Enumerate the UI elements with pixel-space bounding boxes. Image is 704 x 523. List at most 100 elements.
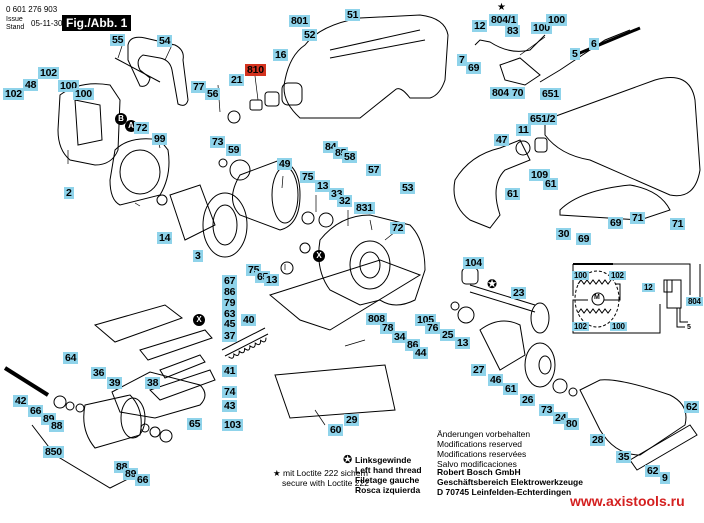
part-label-28: 28	[590, 434, 606, 446]
part-label-57: 57	[366, 164, 382, 176]
mod-note-de: Änderungen vorbehalten	[437, 429, 531, 439]
part-label-26: 26	[520, 394, 536, 406]
part-label-56: 56	[205, 88, 221, 100]
part-label-66: 66	[28, 405, 44, 417]
star-icon: ★	[273, 468, 283, 478]
part-label-53: 53	[400, 182, 416, 194]
part-label-99: 99	[152, 133, 168, 145]
part-label-60: 60	[328, 424, 344, 436]
issue-label-line2: Stand	[6, 24, 25, 31]
part-label-74: 74	[222, 386, 238, 398]
part-label-61: 61	[543, 178, 559, 190]
part-label-35: 35	[616, 451, 632, 463]
wiring-label-102: 102	[572, 322, 589, 331]
company-info: Robert Bosch GmbH Geschäftsbereich Elekt…	[437, 467, 583, 497]
part-label-14: 14	[157, 232, 173, 244]
company-division: Geschäftsbereich Elektrowerkzeuge	[437, 477, 583, 487]
part-label-810: 810	[245, 64, 266, 76]
document-number: 0 601 276 903	[6, 5, 58, 14]
brush-ring	[109, 138, 170, 206]
part-label-46: 46	[488, 374, 504, 386]
motor-symbol: M	[594, 294, 600, 301]
part-label-40: 40	[241, 314, 257, 326]
idler-roller	[83, 394, 142, 449]
part-label-32: 32	[337, 195, 353, 207]
belt-cover	[579, 379, 687, 456]
part-label-62: 62	[645, 465, 661, 477]
part-label-61: 61	[505, 188, 521, 200]
part-label-71: 71	[670, 218, 686, 230]
gear-housing	[318, 214, 426, 306]
part-label-72: 72	[390, 222, 406, 234]
part-label-73: 73	[539, 404, 555, 416]
part-label-831: 831	[354, 202, 375, 214]
company-address: D 70745 Leinfelden-Echterdingen	[437, 487, 572, 497]
part-label-69: 69	[466, 62, 482, 74]
part-label-804: 804	[490, 87, 511, 99]
part-label-51: 51	[345, 9, 361, 21]
drive-shaft	[469, 284, 536, 306]
loctite-note-de: mit Loctite 222 sichern	[282, 468, 369, 478]
part-label-651: 651	[540, 88, 561, 100]
part-label-38: 38	[145, 377, 161, 389]
part-label-59: 59	[226, 144, 242, 156]
part-label-89: 89	[123, 468, 139, 480]
issue-label: Issue Stand	[6, 16, 24, 32]
part-label-42: 42	[13, 395, 29, 407]
part-label-651-2: 651/2	[528, 113, 558, 125]
part-label-71: 71	[630, 212, 646, 224]
left-hand-thread-icon: ✪	[343, 454, 353, 466]
part-label-3: 3	[193, 250, 203, 262]
part-label-62: 62	[684, 401, 700, 413]
drive-drum	[232, 159, 301, 231]
part-label-804-1: 804/1	[489, 14, 519, 26]
part-label-73: 73	[210, 136, 226, 148]
part-label-88: 88	[49, 420, 65, 432]
part-label-39: 39	[107, 377, 123, 389]
part-label-34: 34	[392, 331, 408, 343]
part-label-23: 23	[511, 287, 527, 299]
part-label-100: 100	[73, 88, 94, 100]
note-left-thread-es: Rosca izquierda	[355, 485, 421, 495]
part-label-69: 69	[608, 217, 624, 229]
dust-bag	[544, 77, 701, 197]
note-left-thread-de: Linksgewinde	[355, 455, 412, 465]
note-left-thread-en: Left hand thread	[355, 465, 422, 475]
part-label-43: 43	[222, 400, 238, 412]
loctite-star-icon: ★	[497, 2, 506, 13]
field-coil	[57, 83, 121, 166]
base-plate	[268, 259, 422, 331]
note-left-thread-fr: Filetage gauche	[355, 475, 420, 485]
part-label-70: 70	[510, 87, 526, 99]
part-label-58: 58	[342, 151, 358, 163]
part-label-25: 25	[440, 329, 456, 341]
part-label-9: 9	[660, 472, 670, 484]
part-label-54: 54	[157, 35, 173, 47]
part-label-75: 75	[300, 171, 316, 183]
assembly-marker-x: X	[313, 250, 325, 262]
large-gear	[524, 342, 556, 388]
part-label-61: 61	[503, 383, 519, 395]
part-label-67: 67	[222, 275, 238, 287]
part-label-801: 801	[289, 15, 310, 27]
wiring-label-804: 804	[686, 297, 703, 306]
mod-note-es: Salvo modificaciones	[437, 459, 517, 469]
wiring-label-100: 100	[572, 271, 589, 280]
part-label-72: 72	[134, 122, 150, 134]
part-label-55: 55	[110, 34, 126, 46]
part-label-76: 76	[425, 322, 441, 334]
watermark-url[interactable]: www.axistools.ru	[570, 493, 685, 509]
part-label-66: 66	[135, 474, 151, 486]
part-label-2: 2	[64, 187, 74, 199]
part-label-850: 850	[43, 446, 64, 458]
left-hand-thread-icon: ✪	[487, 277, 498, 291]
clamp-part	[127, 36, 189, 106]
part-label-79: 79	[222, 297, 238, 309]
part-label-13: 13	[455, 337, 471, 349]
part-label-77: 77	[191, 81, 207, 93]
issue-date: 05-11-30	[31, 19, 63, 28]
dust-tube	[453, 139, 531, 229]
part-label-29: 29	[344, 414, 360, 426]
wiring-terminal: 5	[687, 324, 691, 331]
